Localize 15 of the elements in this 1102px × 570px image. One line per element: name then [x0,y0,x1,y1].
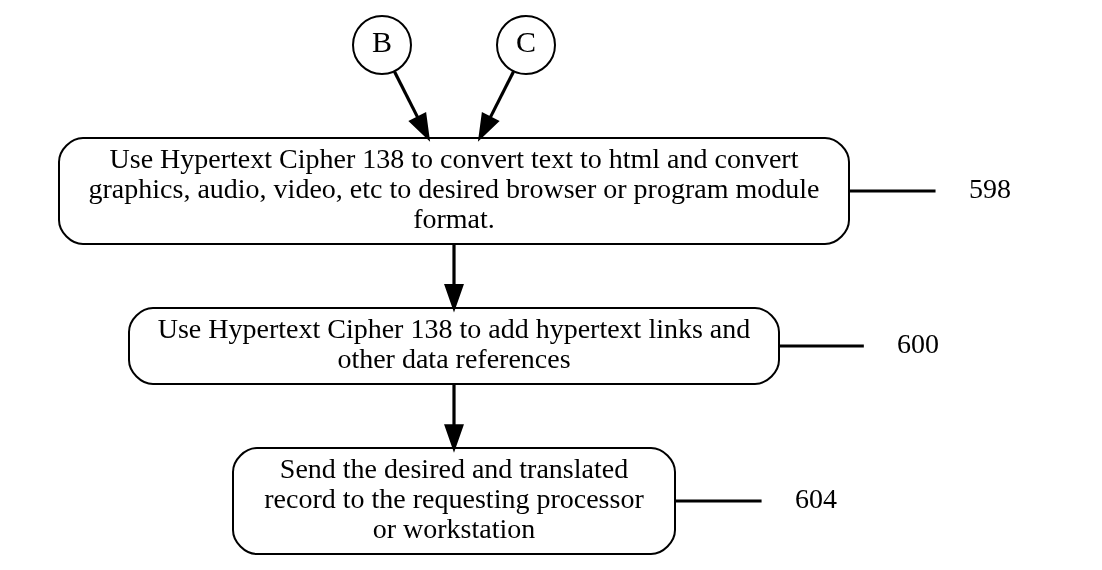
node-circle: B [351,15,412,75]
node-box: Use Hypertext Cipher 138 to convert text to html and convert graphics, audio, video, etc to desired browser or program module format. [57,137,850,245]
node-box: Use Hypertext Cipher 138 to add hypertext links and other data references [127,307,780,385]
connector [778,344,864,348]
connector [674,499,762,503]
connector [848,189,936,193]
node-text: 600 [896,328,939,360]
arrow [477,71,515,142]
node-circle: C [495,15,556,75]
arrow [443,244,464,313]
node-text: 604 [794,483,837,515]
arrow [392,71,430,142]
arrow [443,384,464,453]
node-text: 598 [968,173,1011,205]
node-box: Send the desired and translated record to the requesting processor or workstation [231,447,676,555]
